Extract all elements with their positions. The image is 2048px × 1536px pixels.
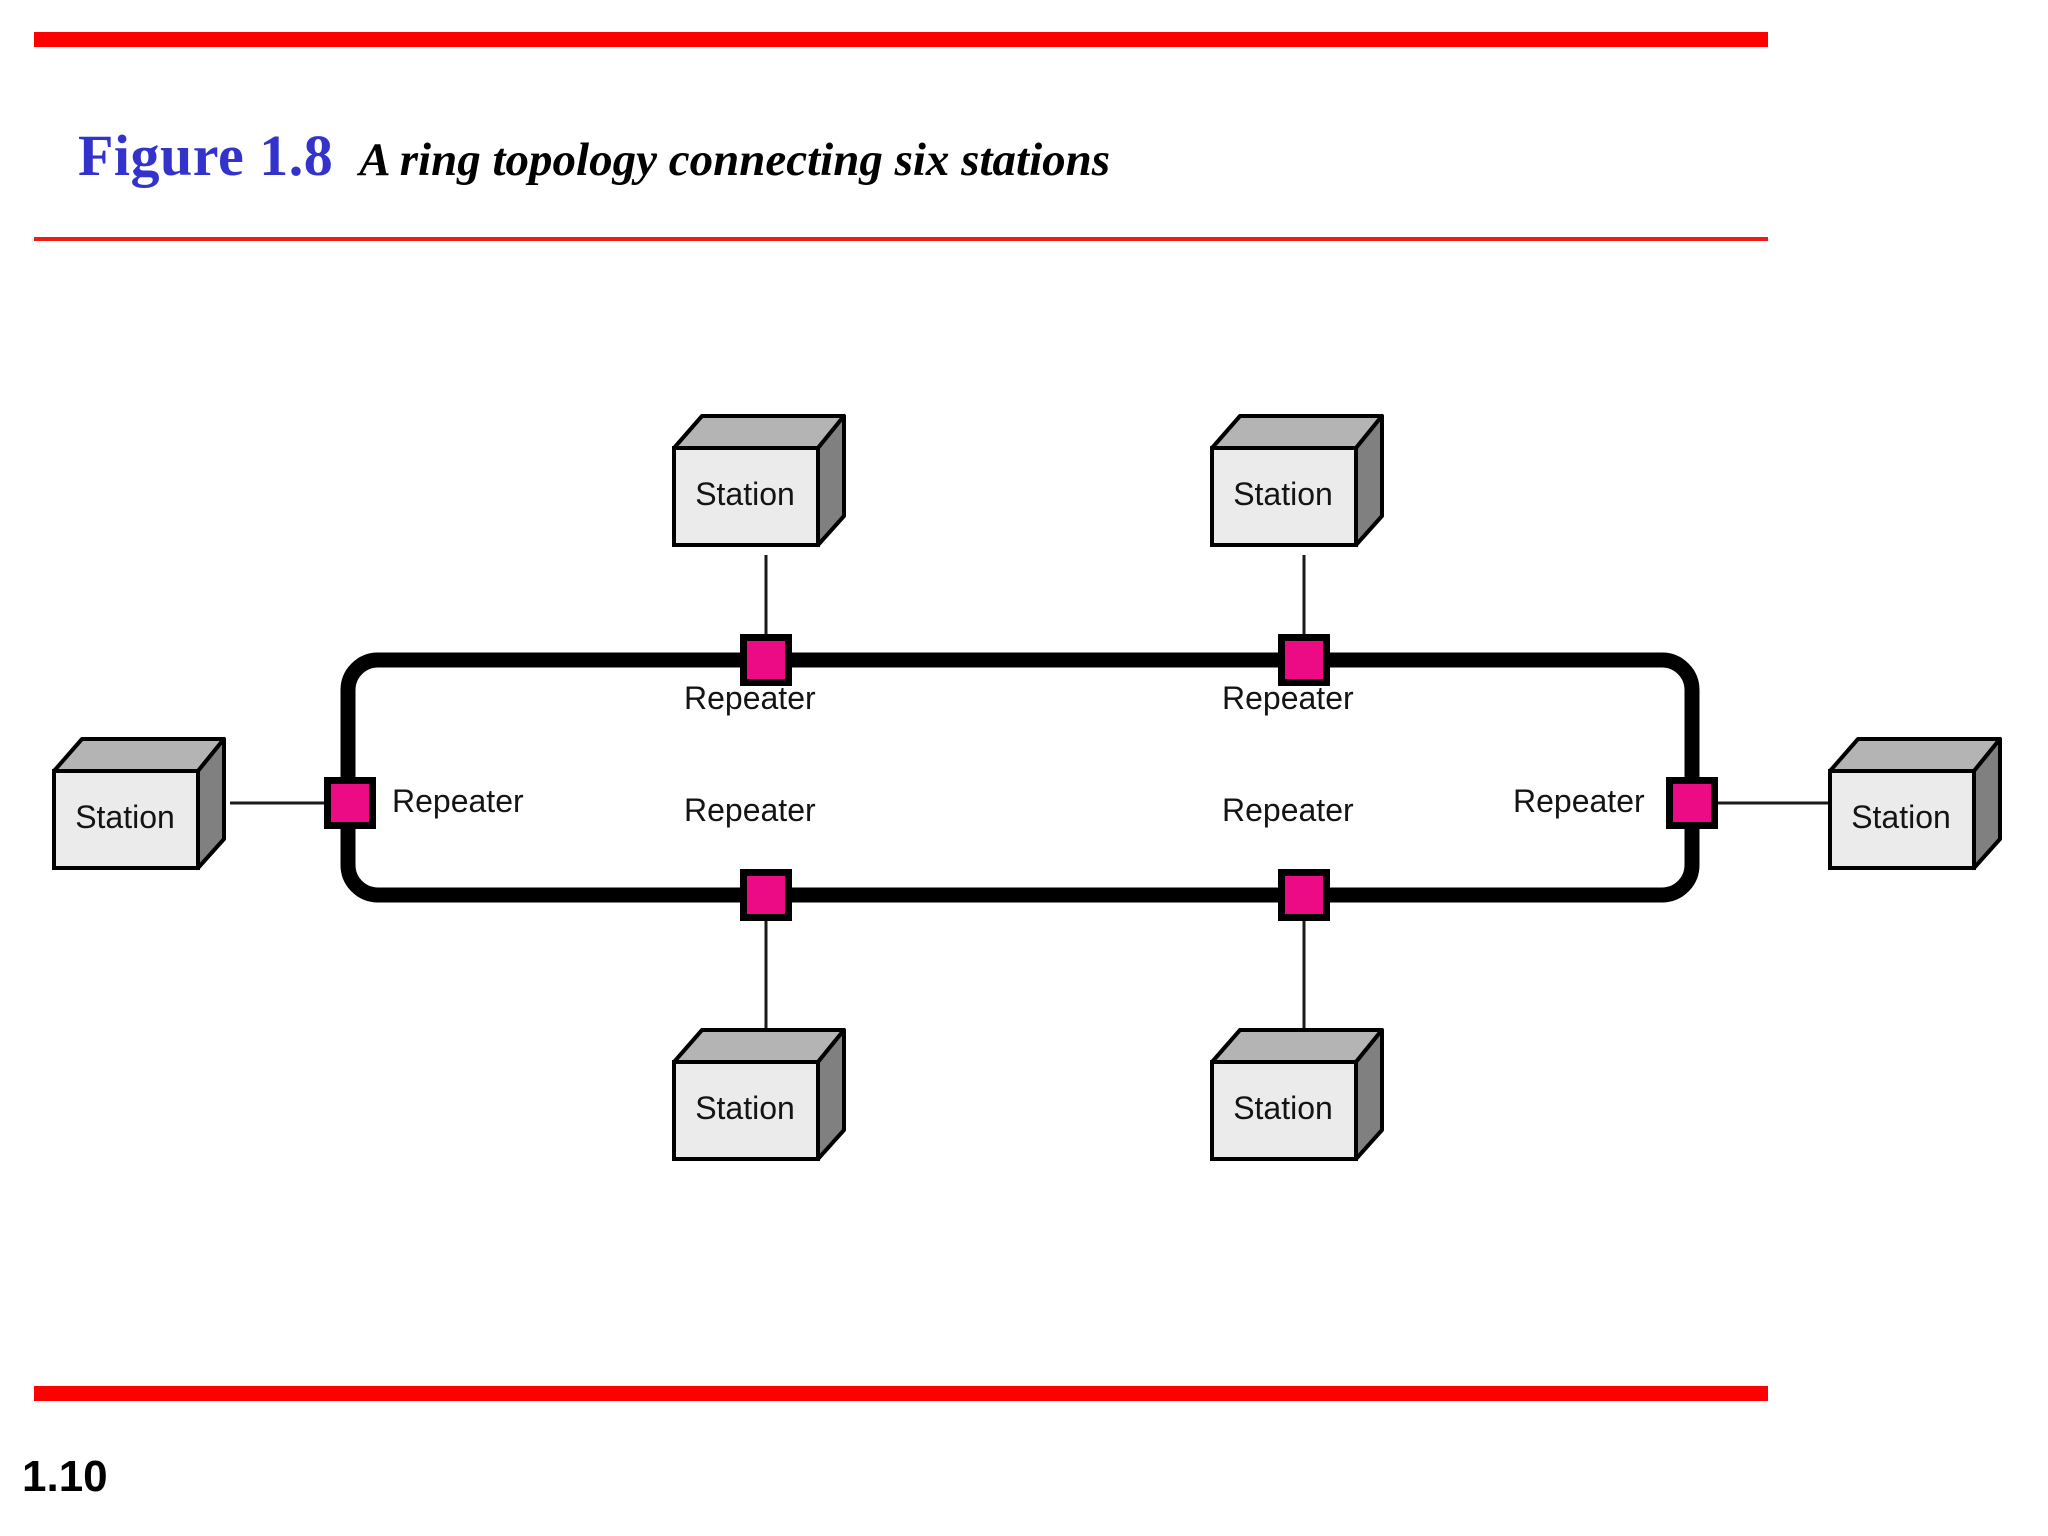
station-3d-shape <box>672 1028 846 1161</box>
bottom-accent-rule <box>34 1386 1768 1401</box>
repeater-label-top-right: Repeater <box>1222 680 1354 716</box>
figure-number: Figure 1.8 <box>78 123 334 188</box>
station-3d-shape <box>1210 1028 1384 1161</box>
station-3d-shape <box>1828 737 2002 870</box>
station-box-left[interactable]: Station <box>52 735 226 871</box>
repeater-label-bottom-right: Repeater <box>1222 792 1354 828</box>
page-number: 1.10 <box>22 1452 108 1501</box>
station-box-bottom-right[interactable]: Station <box>1210 1026 1384 1162</box>
repeater-label-top-left: Repeater <box>684 680 816 716</box>
repeater-square-top-left[interactable] <box>740 634 792 686</box>
ring-backbone <box>230 555 1830 1030</box>
figure-title: Figure 1.8 A ring topology connecting si… <box>78 122 1110 189</box>
title-underline-rule <box>34 237 1768 241</box>
repeater-square-bottom-left[interactable] <box>740 869 792 921</box>
repeater-label-left: Repeater <box>392 783 524 819</box>
top-accent-rule <box>34 32 1768 47</box>
station-box-top-left[interactable]: Station <box>672 412 846 548</box>
station-3d-shape <box>52 737 226 870</box>
repeater-label-right: Repeater <box>1513 783 1645 819</box>
ring-topology-diagram: Station Repeater Station Repeater Statio… <box>0 270 2048 1370</box>
station-3d-shape <box>1210 414 1384 547</box>
station-box-right[interactable]: Station <box>1828 735 2002 871</box>
repeater-label-bottom-left: Repeater <box>684 792 816 828</box>
repeater-square-top-right[interactable] <box>1278 634 1330 686</box>
repeater-square-left[interactable] <box>324 777 376 829</box>
repeater-square-bottom-right[interactable] <box>1278 869 1330 921</box>
station-3d-shape <box>672 414 846 547</box>
station-box-top-right[interactable]: Station <box>1210 412 1384 548</box>
station-box-bottom-left[interactable]: Station <box>672 1026 846 1162</box>
figure-caption: A ring topology connecting six stations <box>359 134 1111 186</box>
ring-path <box>340 652 1700 903</box>
repeater-square-right[interactable] <box>1666 777 1718 829</box>
